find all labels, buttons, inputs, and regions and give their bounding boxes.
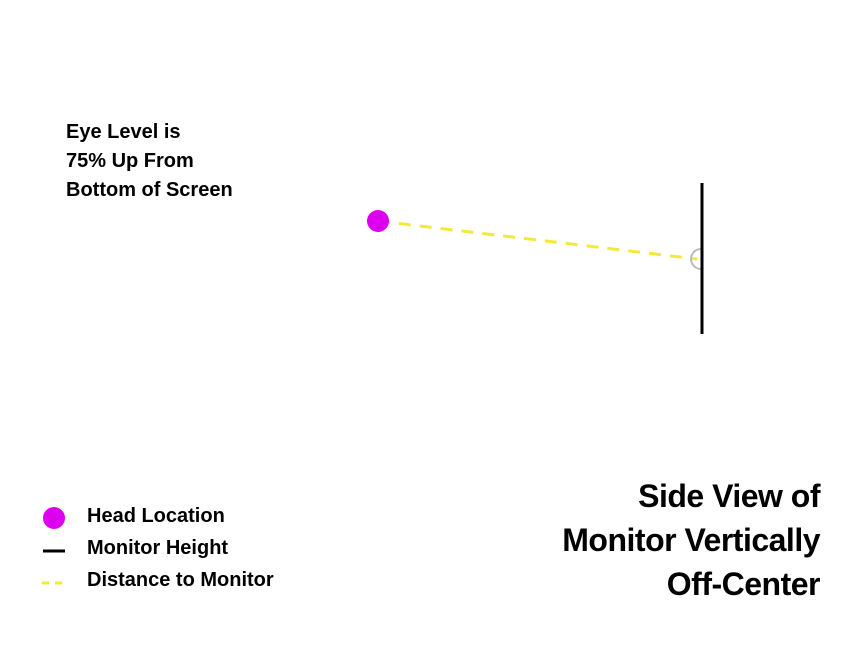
dashed-line-icon (42, 581, 66, 585)
head-dot-icon (43, 507, 65, 529)
diagram-title: Side View of Monitor Vertically Off-Cent… (562, 474, 820, 606)
diagram-title-line-2: Monitor Vertically (562, 522, 820, 558)
monitor-line-icon (43, 549, 65, 553)
eye-level-note-line-2: 75% Up From (66, 150, 194, 172)
eye-level-note-line-3: Bottom of Screen (66, 179, 233, 201)
legend-item-distance-to-monitor: Distance to Monitor (40, 566, 340, 598)
eye-level-note: Eye Level is 75% Up From Bottom of Scree… (66, 118, 233, 205)
legend: Head Location Monitor Height Distance to… (40, 502, 340, 598)
legend-label-monitor-height: Monitor Height (87, 537, 229, 559)
legend-label-distance-to-monitor: Distance to Monitor (87, 569, 274, 591)
legend-item-monitor-height: Monitor Height (40, 534, 340, 566)
distance-line (377, 219, 698, 261)
intersection-marker (690, 248, 702, 270)
diagram-title-line-3: Off-Center (666, 566, 821, 602)
legend-label-head-location: Head Location (87, 505, 225, 527)
legend-item-head-location: Head Location (40, 502, 340, 534)
diagram-title-line-1: Side View of (638, 478, 820, 514)
head-dot (367, 210, 389, 232)
eye-level-note-line-1: Eye Level is (66, 121, 181, 143)
